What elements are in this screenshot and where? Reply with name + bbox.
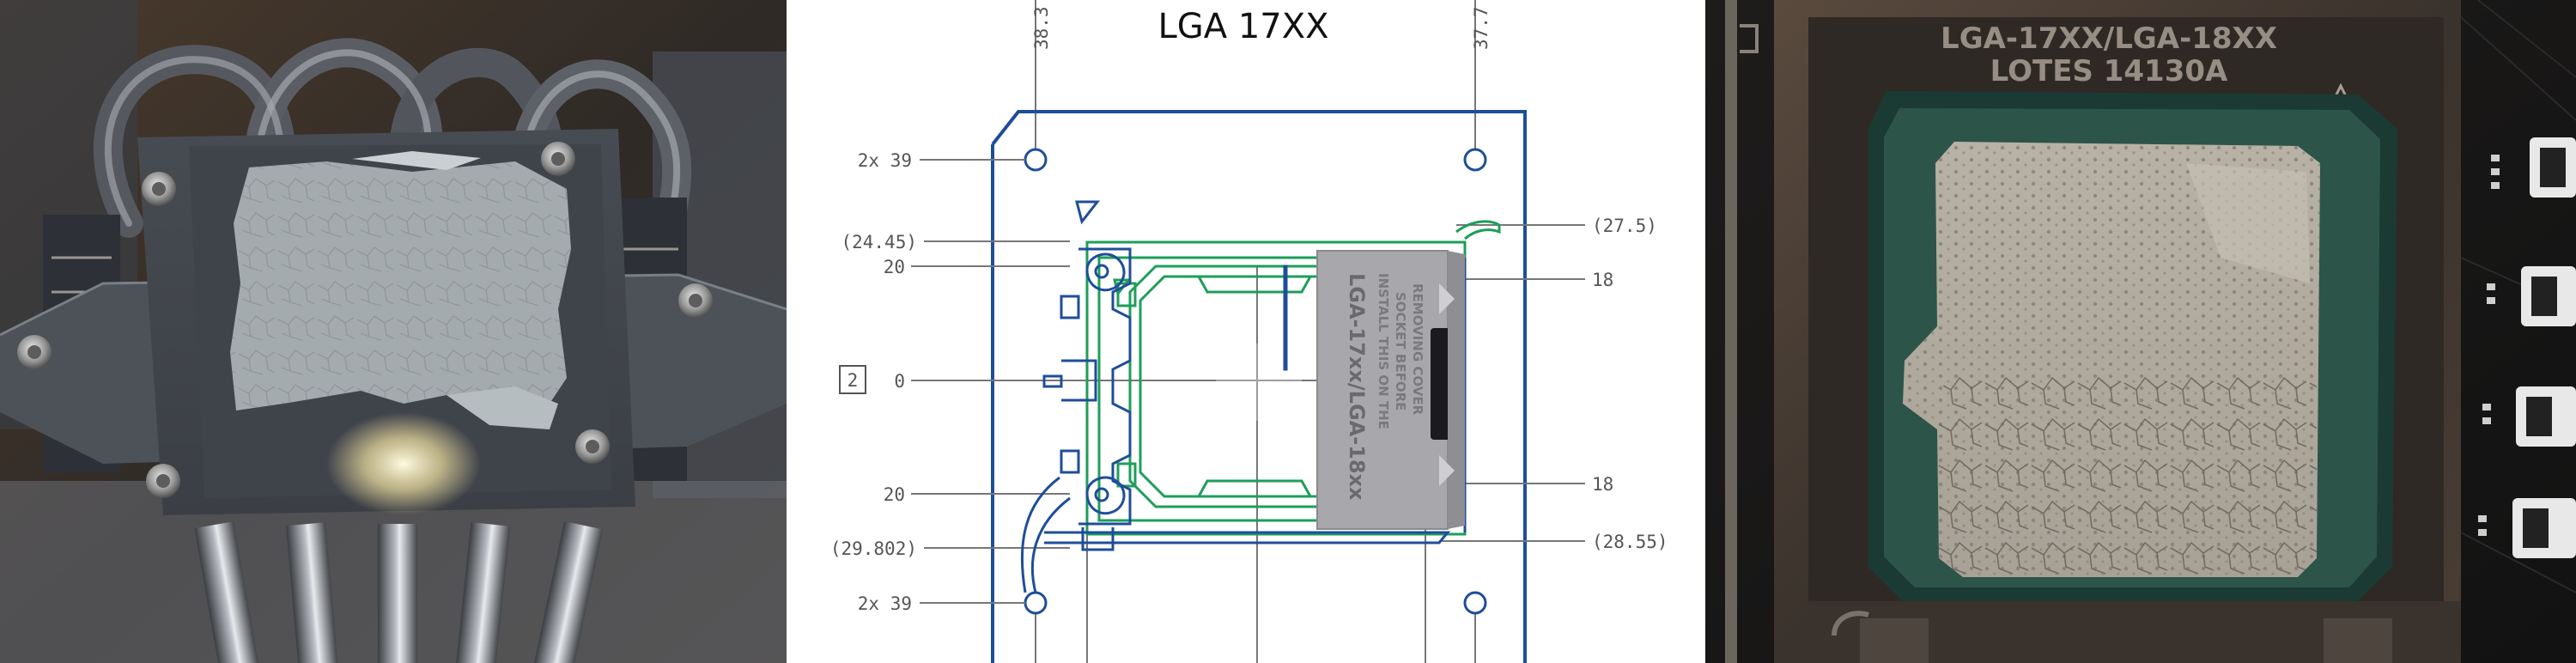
label-29-802: (29.802) — [830, 538, 917, 559]
label-18-bottom: 18 — [1592, 474, 1613, 495]
label-2x39-bottom: 2x 39 — [858, 593, 912, 614]
socket-technical-drawing: LGA 17XX 38.3 37.7 — [787, 0, 1705, 663]
label-24-45: (24.45) — [841, 232, 917, 252]
socket-marking-line1: LGA-17XX/LGA-18XX — [1941, 21, 2277, 56]
label-27-5: (27.5) — [1592, 216, 1657, 236]
pin1-marker — [1075, 200, 1101, 225]
cover-text-4: REMOVING COVER — [1410, 283, 1425, 416]
label-0: 0 — [894, 371, 905, 392]
datum-box-label: 2 — [848, 370, 859, 391]
cooler-base-photo — [0, 0, 787, 663]
protective-cover: LGA-17xx/LGA-18xx INSTALL THIS ON THE SO… — [1316, 250, 1465, 530]
label-20-bottom: 20 — [884, 484, 905, 505]
label-20-top: 20 — [884, 257, 905, 277]
dim-top-right: 37.7 — [1471, 6, 1492, 50]
cover-text-2: INSTALL THIS ON THE — [1376, 273, 1391, 429]
socket-marking-line2: LOTES 14130A — [1990, 54, 2228, 88]
datum-box — [839, 365, 866, 394]
cpu-socket-photo: LGA-17XX/LGA-18XX LOTES 14130A — [1705, 0, 2576, 663]
label-18-top: 18 — [1592, 270, 1613, 290]
label-28-55: (28.55) — [1592, 532, 1668, 552]
dim-top-left: 38.3 — [1031, 6, 1052, 50]
diagram-title: LGA 17XX — [1157, 7, 1328, 46]
cover-text-1: LGA-17xx/LGA-18xx — [1345, 273, 1369, 501]
cover-text-3: SOCKET BEFORE — [1393, 292, 1408, 411]
board-outline — [991, 110, 1527, 663]
label-2x39-top: 2x 39 — [858, 150, 912, 171]
